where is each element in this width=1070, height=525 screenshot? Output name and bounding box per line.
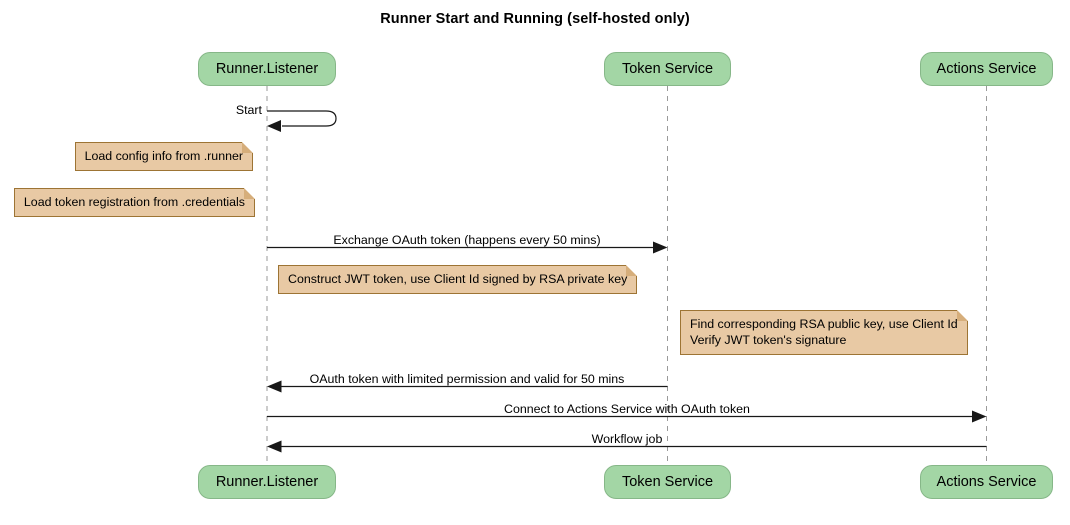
participant-actions-service-top: Actions Service <box>920 52 1053 86</box>
note-verify-jwt: Find corresponding RSA public key, use C… <box>680 310 968 355</box>
participant-label: Actions Service <box>936 474 1037 490</box>
participant-actions-service-bottom: Actions Service <box>920 465 1053 499</box>
message-label-oauth-return: OAuth token with limited permission and … <box>309 372 625 386</box>
note-construct-jwt: Construct JWT token, use Client Id signe… <box>278 265 638 294</box>
message-arrow-connect <box>267 410 987 423</box>
participant-label: Token Service <box>621 474 714 490</box>
note-load-config: Load config info from .runner <box>74 142 254 171</box>
message-label-exchange-oauth: Exchange OAuth token (happens every 50 m… <box>333 233 601 247</box>
participant-label: Actions Service <box>936 61 1037 77</box>
message-arrow-workflow-job <box>267 440 987 453</box>
message-arrow-exchange-oauth <box>267 241 668 254</box>
message-arrow-oauth-return <box>267 380 668 393</box>
participant-label: Runner.Listener <box>215 474 319 490</box>
note-load-token-registration: Load token registration from .credential… <box>13 188 256 217</box>
message-label-connect: Connect to Actions Service with OAuth to… <box>504 402 750 416</box>
participant-runner-listener-bottom: Runner.Listener <box>198 465 336 499</box>
participant-label: Token Service <box>621 61 714 77</box>
participant-label: Runner.Listener <box>215 61 319 77</box>
participant-runner-listener-top: Runner.Listener <box>198 52 336 86</box>
message-label-workflow-job: Workflow job <box>591 432 663 446</box>
self-message-arrow-start <box>267 110 337 132</box>
participant-token-service-top: Token Service <box>604 52 731 86</box>
participant-token-service-bottom: Token Service <box>604 465 731 499</box>
diagram-title: Runner Start and Running (self-hosted on… <box>380 11 690 27</box>
message-label-start: Start <box>235 103 262 117</box>
